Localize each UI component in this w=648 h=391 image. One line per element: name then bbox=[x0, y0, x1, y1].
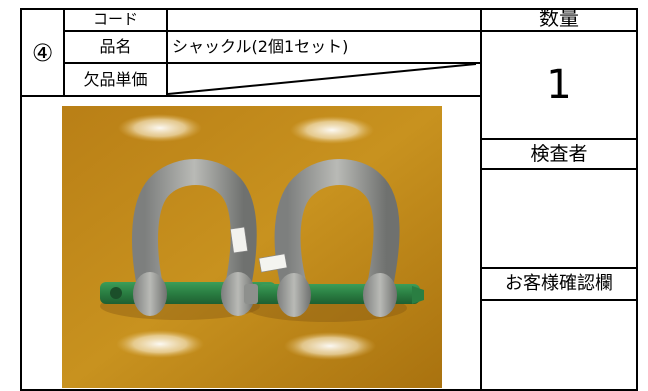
value-quantity: 1 bbox=[546, 62, 572, 108]
label-missing-unit-price: 欠品単価 bbox=[83, 69, 148, 89]
value-product-name: シャックル(2個1セット) bbox=[172, 37, 349, 56]
right-line-customer-bottom bbox=[480, 299, 638, 301]
right-line-inspector-bottom bbox=[480, 168, 638, 170]
right-line-customer-top bbox=[480, 267, 638, 269]
right-line-quantity-label bbox=[480, 30, 638, 32]
border-right bbox=[636, 8, 638, 391]
row-line-code bbox=[63, 30, 482, 32]
divider-number-column bbox=[63, 8, 65, 96]
border-bottom bbox=[20, 389, 638, 391]
item-number: ④ bbox=[31, 38, 54, 67]
divider-main-right bbox=[480, 8, 482, 391]
row-line-header-bottom bbox=[20, 95, 482, 97]
border-top bbox=[20, 8, 638, 10]
label-quantity: 数量 bbox=[539, 6, 579, 30]
label-inspector: 検査者 bbox=[530, 142, 588, 165]
shackle-pair-photo bbox=[62, 106, 442, 388]
blank-cell-diagonal bbox=[167, 63, 477, 95]
label-code: コード bbox=[92, 10, 138, 28]
divider-label-column bbox=[166, 8, 168, 96]
border-left bbox=[20, 8, 22, 391]
value-code bbox=[172, 9, 472, 30]
right-line-inspector-top bbox=[480, 138, 638, 140]
label-customer-confirmation: お客様確認欄 bbox=[505, 273, 613, 294]
label-product-name: 品名 bbox=[99, 37, 132, 56]
row-line-name bbox=[63, 62, 482, 64]
value-missing-unit-price bbox=[172, 64, 472, 95]
